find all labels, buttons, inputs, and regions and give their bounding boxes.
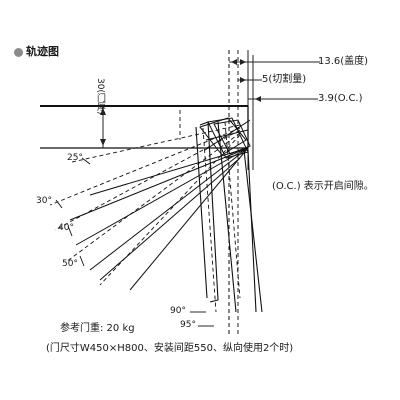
reference-weight: 参考门重: 20 kg — [60, 323, 135, 334]
hinge-arm-cluster — [199, 117, 251, 159]
overlay-arrow-right — [240, 59, 246, 65]
oc-label: 3.9(O.C.) — [318, 93, 363, 104]
trajectory-dashed-lines — [49, 110, 241, 286]
angle-30-label: 30° — [36, 196, 52, 206]
cut-amount-label: 5(切割量) — [262, 74, 307, 85]
thickness-arrow-bottom — [100, 139, 106, 146]
cut-arrow — [240, 77, 246, 83]
angle-ticks — [55, 157, 214, 327]
oc-arrow — [255, 96, 261, 102]
angle-95-label: 95° — [180, 320, 196, 330]
angle-40-label: 40° — [58, 223, 74, 233]
door-open-positions-dashed — [202, 121, 241, 313]
door-size-note: (门尺寸W450×H800、安装间距550、纵向使用2个时) — [46, 343, 294, 354]
diagram-title: 轨迹图 — [14, 46, 59, 58]
angle-50-label: 50° — [62, 259, 78, 269]
overlay-arrow-left — [231, 59, 237, 65]
thickness-arrow-top — [100, 108, 106, 115]
overlay-label: 13.6(盖度) — [318, 56, 369, 67]
trajectory-lines — [69, 147, 249, 291]
title-text: 轨迹图 — [26, 45, 59, 58]
bullet-icon — [14, 47, 23, 57]
door-thickness-label: 30(门厚) — [95, 78, 105, 115]
angle-25-label: 25° — [67, 153, 83, 163]
oc-note: (O.C.) 表示开启间隙。 — [272, 181, 374, 192]
angle-90-label: 90° — [170, 306, 186, 316]
